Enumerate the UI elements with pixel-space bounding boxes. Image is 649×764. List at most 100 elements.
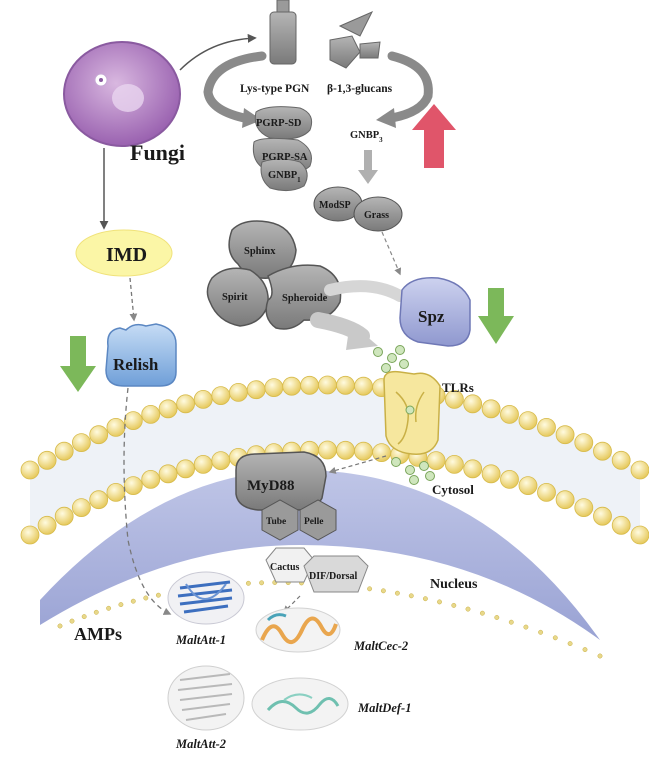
cytosolic-dots [391, 457, 435, 485]
spz-ligand-dots [373, 345, 409, 373]
nuclear-pore-dot [408, 593, 414, 599]
lipid-head-outer [481, 399, 501, 419]
lys-pgn-ligand [269, 0, 297, 65]
nucleus-membrane [40, 470, 600, 640]
lipid-head-inner [20, 525, 40, 545]
lipid-head-inner [123, 476, 143, 496]
dif-to-amps-arrow [282, 595, 301, 614]
lipid-head-outer [123, 411, 143, 431]
ligand-dot [399, 359, 409, 369]
lipid-head-inner [158, 464, 178, 484]
lipid-head-outer [193, 389, 213, 409]
imd-label: IMD [106, 244, 147, 266]
lipid-head-inner [37, 515, 57, 535]
lipid-head-inner [211, 451, 231, 471]
lipid-head-outer [282, 376, 302, 396]
ligand-dot [395, 345, 405, 355]
tlr-to-myd88-arrow [328, 455, 387, 474]
maltatt-2-label: MaltAtt-2 [175, 737, 226, 751]
fungi-label: Fungi [130, 140, 185, 165]
glucans-label: β-1,3-glucans [327, 83, 393, 95]
lipid-head-inner [426, 451, 446, 471]
cytosol-dot [409, 475, 419, 485]
lipid-head-outer [593, 441, 612, 461]
modsp-label: ModSP [319, 200, 351, 211]
maltcec-2-structure [255, 607, 341, 653]
lipid-head-inner [630, 525, 649, 545]
imd-to-relish-arrow [129, 277, 138, 322]
lipid-head-outer [354, 376, 373, 396]
lipid-head-inner [593, 506, 612, 526]
nuclear-pore-dot [69, 618, 75, 624]
lipid-head-inner [611, 515, 631, 535]
cactus-label: Cactus [270, 562, 300, 573]
lipid-head-inner [89, 490, 109, 510]
maltdef-1-structure [251, 677, 349, 731]
ligand-dot [381, 363, 391, 373]
lipid-head-inner [54, 506, 74, 526]
nuclear-pore-dot [245, 580, 251, 586]
spz-label: Spz [418, 307, 445, 326]
ligand-cycle-arrow-left [203, 51, 267, 123]
upregulation-arrow [412, 104, 456, 168]
nuclear-pore-dot [367, 586, 373, 592]
cytosol-dot [419, 461, 429, 471]
spz-protein [399, 277, 471, 347]
nuclear-pore-dot [93, 609, 99, 615]
maltatt-1-structure [167, 571, 245, 625]
nuclear-pore-dot [597, 653, 603, 659]
dif-dorsal-label: DIF/Dorsal [309, 571, 358, 582]
lipid-head-outer [176, 394, 196, 414]
pgrp-receptor-cluster [252, 106, 313, 192]
lipid-head-outer [574, 433, 594, 453]
lipid-head-outer [264, 378, 284, 398]
lipid-head-inner [354, 441, 373, 461]
gnbp1-label: GNBP1 [268, 170, 301, 184]
ligand-dot [373, 347, 383, 357]
lipid-head-inner [574, 498, 594, 518]
nuclear-pore-dot [567, 641, 573, 647]
lipid-head-outer [89, 425, 109, 445]
cytosol-label: Cytosol [432, 482, 474, 497]
imd-node [75, 229, 173, 277]
lipid-head-inner [318, 440, 337, 460]
lipid-head-outer [463, 394, 483, 414]
lipid-head-inner [481, 464, 501, 484]
lipid-head-outer [141, 404, 161, 424]
lipid-head-inner [372, 443, 392, 463]
grass-to-spz-arrow [381, 231, 402, 276]
nuclear-pore-dot [143, 595, 149, 601]
spz-downregulation-arrow [478, 288, 514, 344]
lipid-head-outer [630, 460, 649, 480]
lys-pgn-label: Lys-type PGN [240, 83, 310, 95]
myd88-label: MyD88 [247, 478, 295, 494]
lipid-head-outer [444, 389, 464, 409]
serine-protease-cluster [206, 220, 342, 330]
tlr-receptor [383, 370, 441, 455]
cytosol-dot [425, 471, 435, 481]
tlrs-label: TLRs [442, 380, 474, 395]
maltcec-2-label: MaltCec-2 [353, 639, 408, 653]
lipid-head-outer [318, 375, 337, 395]
pgrp-sd-label: PGRP-SD [256, 118, 302, 129]
relish-to-amps-arrow [123, 387, 172, 615]
lipid-head-inner [72, 498, 91, 518]
nuclear-pore-dot [81, 614, 87, 620]
relish-protein [105, 323, 177, 387]
nuclear-pore-dot [508, 619, 514, 625]
lipid-head-outer [72, 433, 91, 453]
lipid-head-outer [20, 460, 40, 480]
nuclear-pore-dot [106, 605, 112, 611]
lipid-head-outer [54, 441, 74, 461]
nuclear-pore-dot [130, 598, 136, 604]
lipid-head-outer [500, 404, 519, 424]
lipid-head-outer [246, 380, 266, 400]
nuclear-pore-dot [422, 596, 428, 602]
relish-downregulation-arrow [60, 336, 96, 392]
lipid-head-inner [336, 440, 355, 460]
lipid-head-outer [611, 450, 631, 470]
relish-label: Relish [113, 355, 159, 374]
lipid-head-outer [518, 411, 538, 431]
pgrp-sa-label: PGRP-SA [262, 152, 308, 163]
maltatt-1-label: MaltAtt-1 [175, 633, 226, 647]
